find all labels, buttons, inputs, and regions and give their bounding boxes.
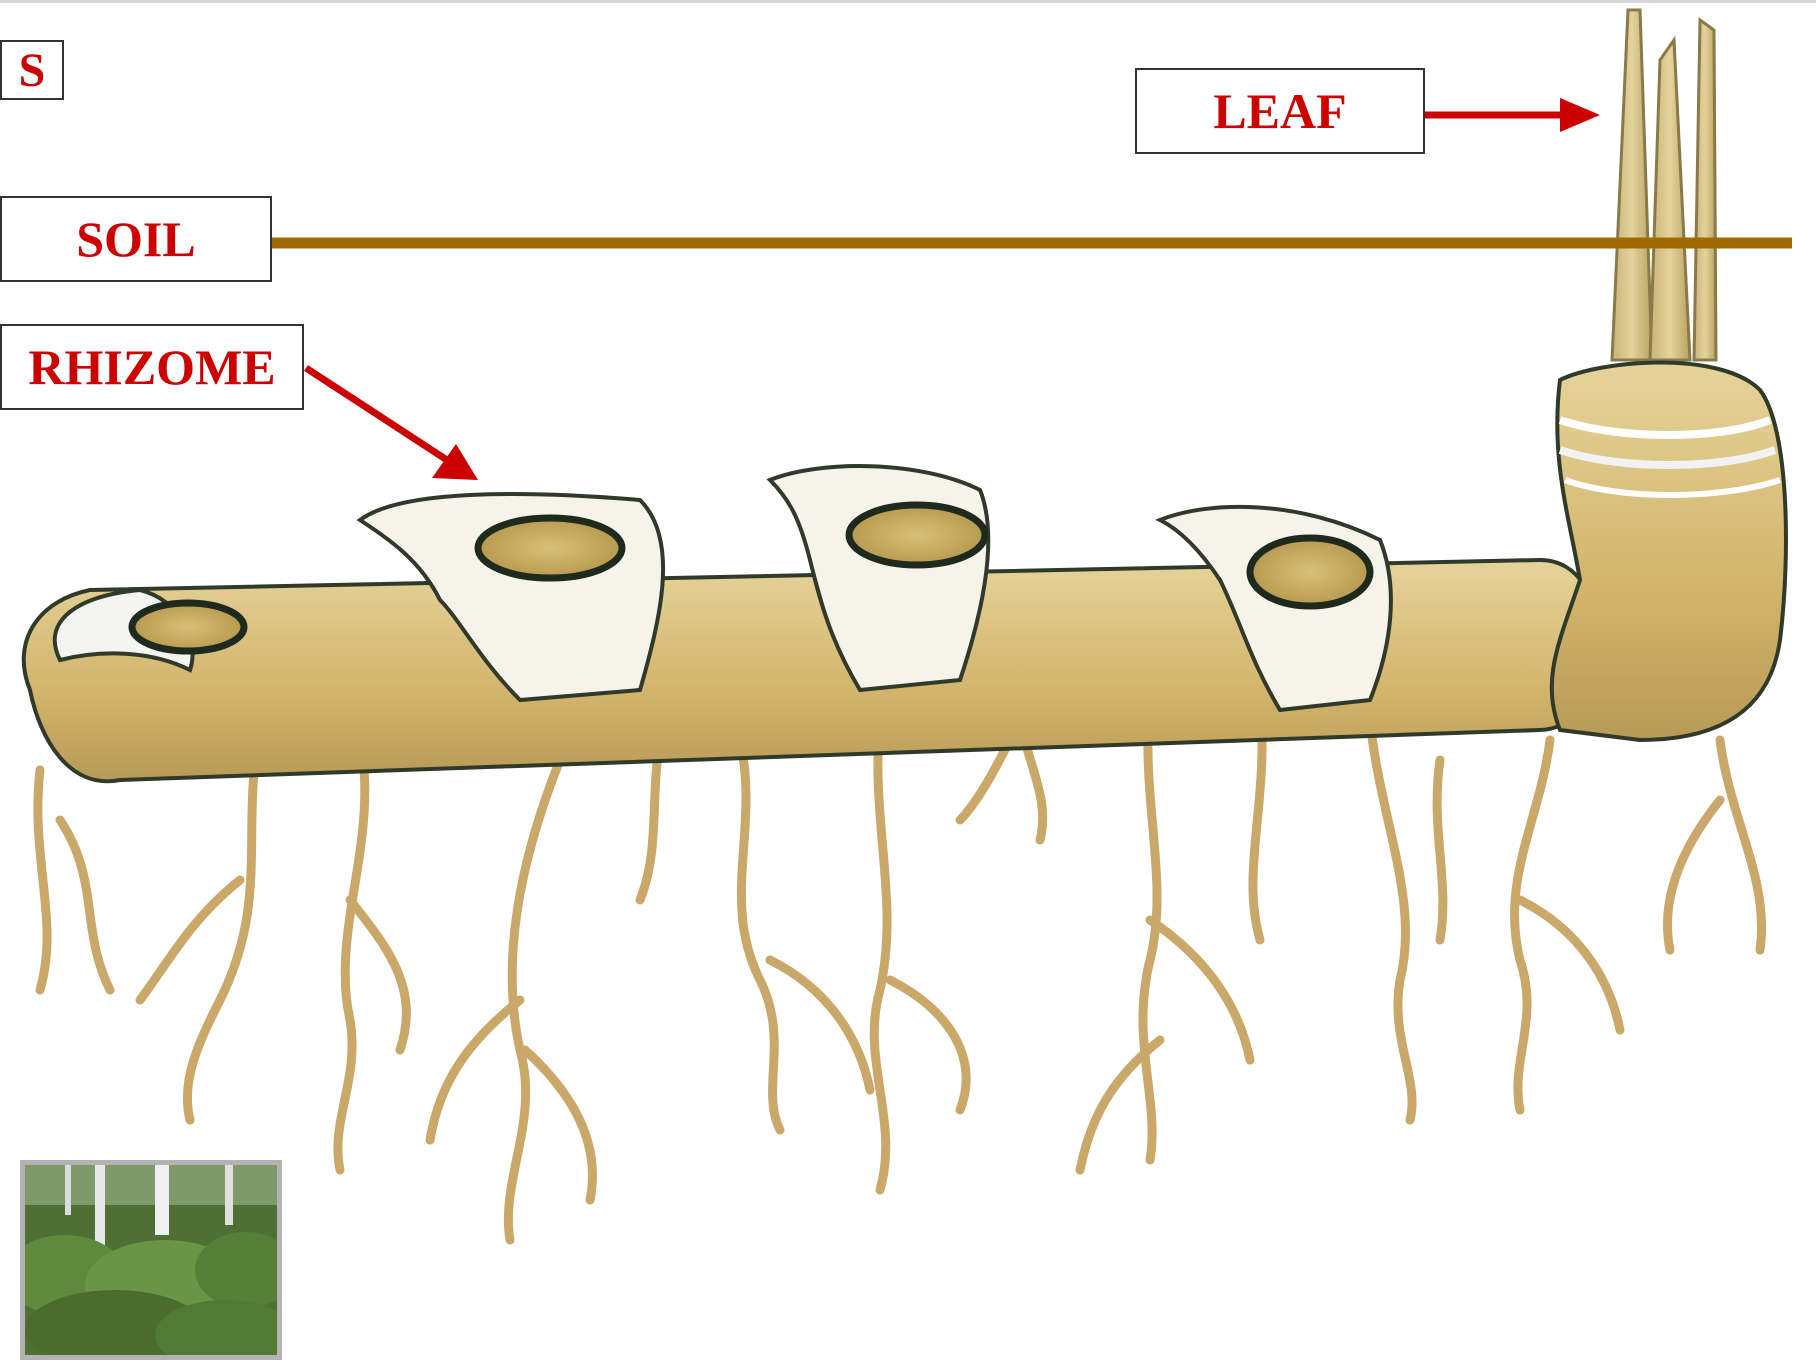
leaf-stalks — [1612, 10, 1716, 360]
slide-letter: S — [0, 40, 64, 100]
rhizome-arrow — [306, 368, 478, 480]
fern-forest-thumbnail — [20, 1160, 282, 1360]
rhizome-label: RHIZOME — [0, 324, 304, 410]
soil-label: SOIL — [0, 196, 272, 282]
leaf-arrow — [1425, 98, 1600, 132]
roots — [38, 700, 1762, 1240]
leaf-label: LEAF — [1135, 68, 1425, 154]
